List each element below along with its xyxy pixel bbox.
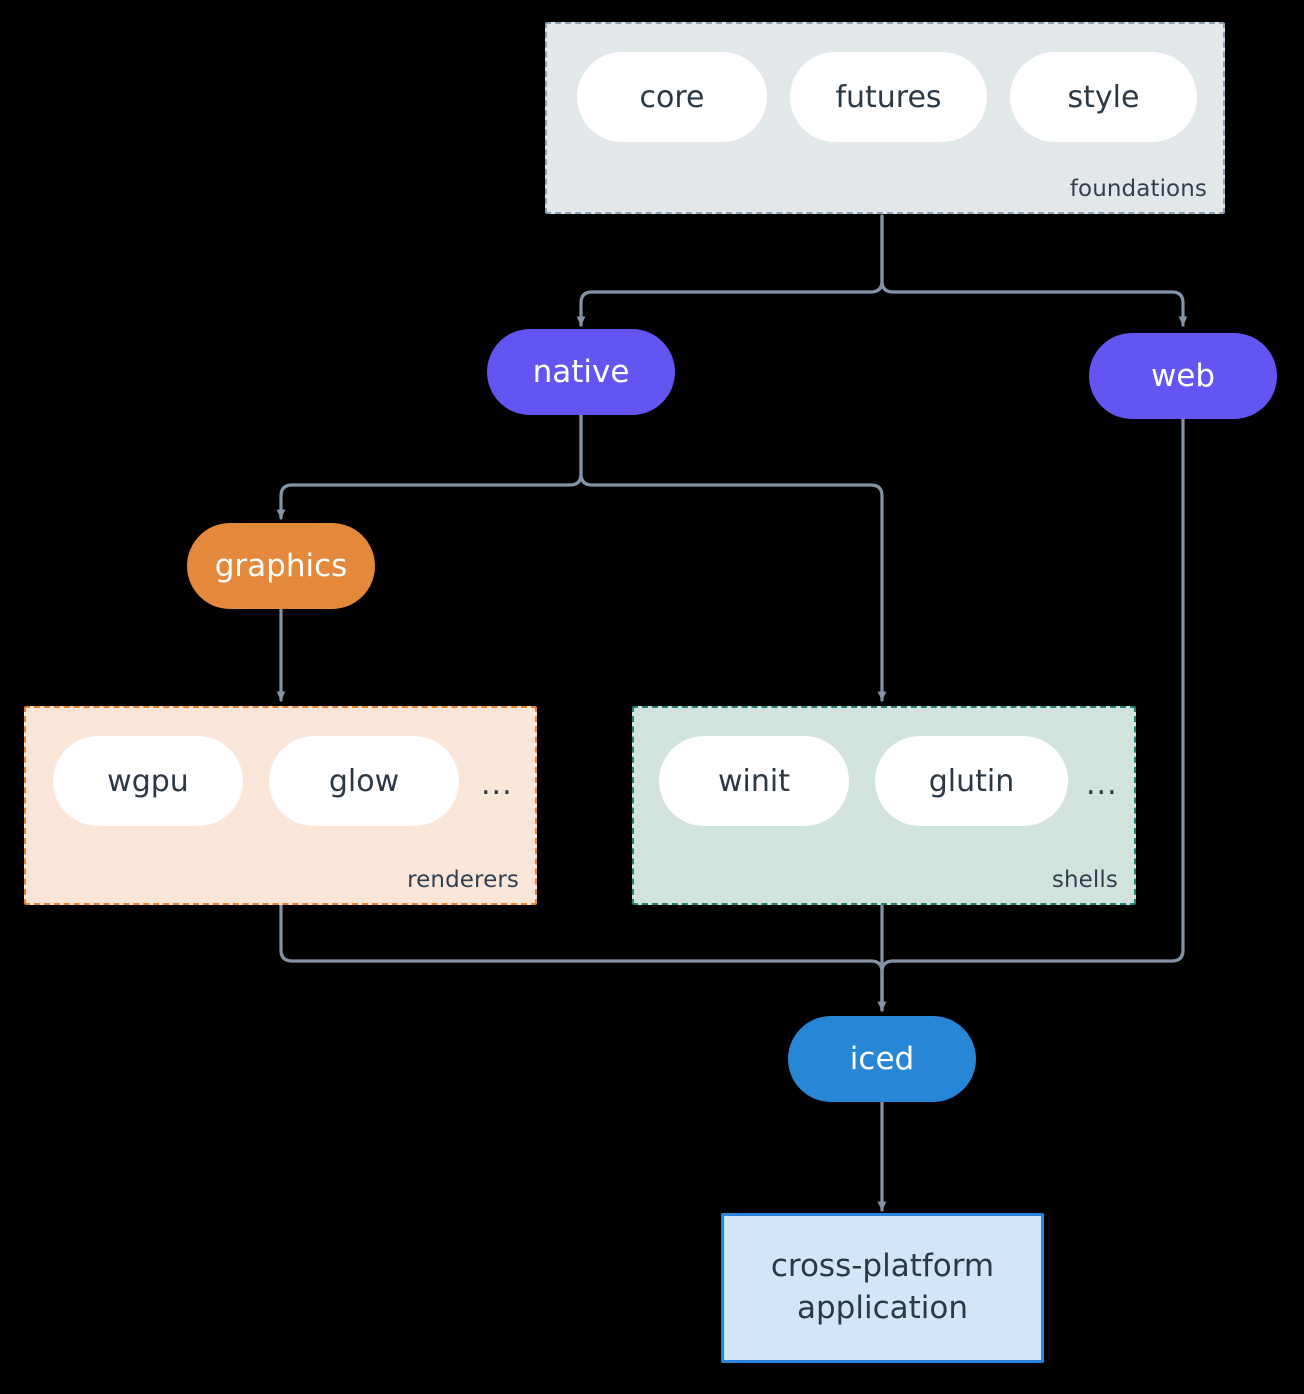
application-label-line2: application xyxy=(797,1290,968,1326)
pill-winit-label: winit xyxy=(718,763,790,799)
shells-more-ellipsis: ... xyxy=(1086,767,1118,802)
node-native-label: native xyxy=(532,354,630,390)
pill-winit[interactable]: winit xyxy=(659,736,849,826)
pill-futures-label: futures xyxy=(835,79,942,115)
renderers-more-ellipsis: ... xyxy=(481,767,513,802)
pill-glow-label: glow xyxy=(328,763,400,799)
node-graphics[interactable]: graphics xyxy=(187,523,375,609)
cluster-renderers-label: renderers xyxy=(407,867,519,893)
pill-style-label: style xyxy=(1067,79,1140,115)
pill-wgpu[interactable]: wgpu xyxy=(53,736,243,826)
pill-wgpu-label: wgpu xyxy=(107,763,189,799)
cluster-foundations-label: foundations xyxy=(1069,176,1207,202)
node-web[interactable]: web xyxy=(1089,333,1277,419)
cluster-shells-label: shells xyxy=(1051,867,1118,893)
pill-glutin-label: glutin xyxy=(928,763,1015,799)
pill-core[interactable]: core xyxy=(577,52,767,142)
node-graphics-label: graphics xyxy=(214,548,348,584)
cluster-shells[interactable]: winit glutin ... shells xyxy=(632,706,1136,905)
pill-core-label: core xyxy=(639,79,705,115)
pill-futures[interactable]: futures xyxy=(790,52,987,142)
cluster-foundations[interactable]: core futures style foundations xyxy=(545,22,1225,214)
node-native[interactable]: native xyxy=(487,329,675,415)
node-iced[interactable]: iced xyxy=(788,1016,976,1102)
pill-glow[interactable]: glow xyxy=(269,736,459,826)
node-cross-platform-application[interactable]: cross-platform application xyxy=(721,1213,1044,1363)
pill-style[interactable]: style xyxy=(1010,52,1197,142)
pill-glutin[interactable]: glutin xyxy=(875,736,1068,826)
application-label-line1: cross-platform xyxy=(770,1248,995,1285)
node-web-label: web xyxy=(1150,358,1216,394)
cluster-renderers[interactable]: wgpu glow ... renderers xyxy=(24,706,537,905)
node-iced-label: iced xyxy=(849,1041,915,1077)
